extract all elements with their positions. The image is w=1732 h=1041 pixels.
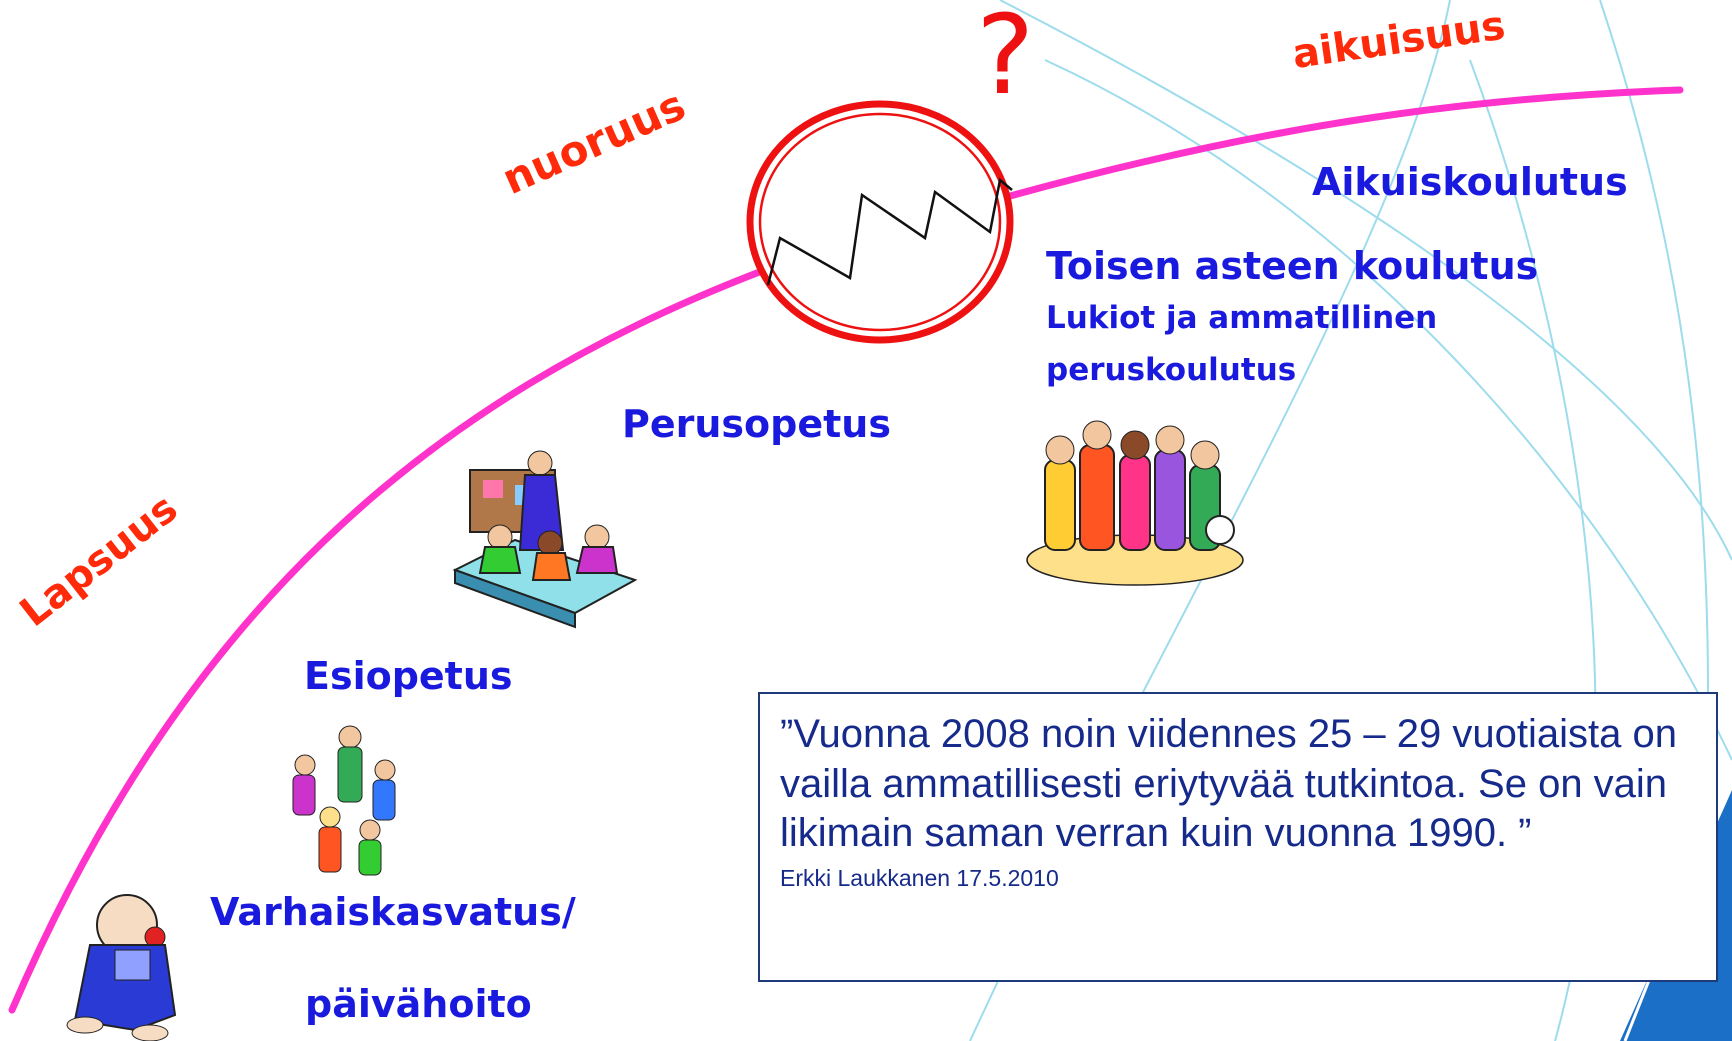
secondary-education-sub-line2: peruskoulutus: [1046, 352, 1297, 388]
secondary-education-sub-line1: Lukiot ja ammatillinen: [1046, 300, 1438, 336]
quote-text: ”Vuonna 2008 noin viidennes 25 – 29 vuot…: [780, 712, 1677, 856]
transition-ring: [746, 100, 1014, 344]
zigzag-path: [766, 177, 1013, 286]
adult-education-label: Aikuiskoulutus: [1312, 160, 1628, 204]
life-curve: [8, 86, 1684, 1014]
secondary-education-title: Toisen asteen koulutus: [1046, 244, 1539, 288]
teen-group-illustration: [1026, 420, 1244, 586]
preschool-group-illustration: [292, 725, 396, 876]
quote-box: ”Vuonna 2008 noin viidennes 25 – 29 vuot…: [758, 692, 1718, 982]
baby-illustration: [66, 894, 177, 1041]
basic-education-label: Perusopetus: [622, 402, 891, 446]
background-arc: [999, 0, 1732, 561]
question-mark: ?: [976, 0, 1035, 119]
teacher-classroom-illustration: [452, 450, 638, 629]
quote-author: Erkki Laukkanen 17.5.2010: [780, 864, 1059, 891]
early-education-label-line1: Varhaiskasvatus/: [210, 890, 576, 934]
early-education-label-line2: päivähoito: [305, 982, 532, 1026]
background-arc: [1044, 59, 1732, 761]
preschool-label: Esiopetus: [304, 654, 513, 698]
